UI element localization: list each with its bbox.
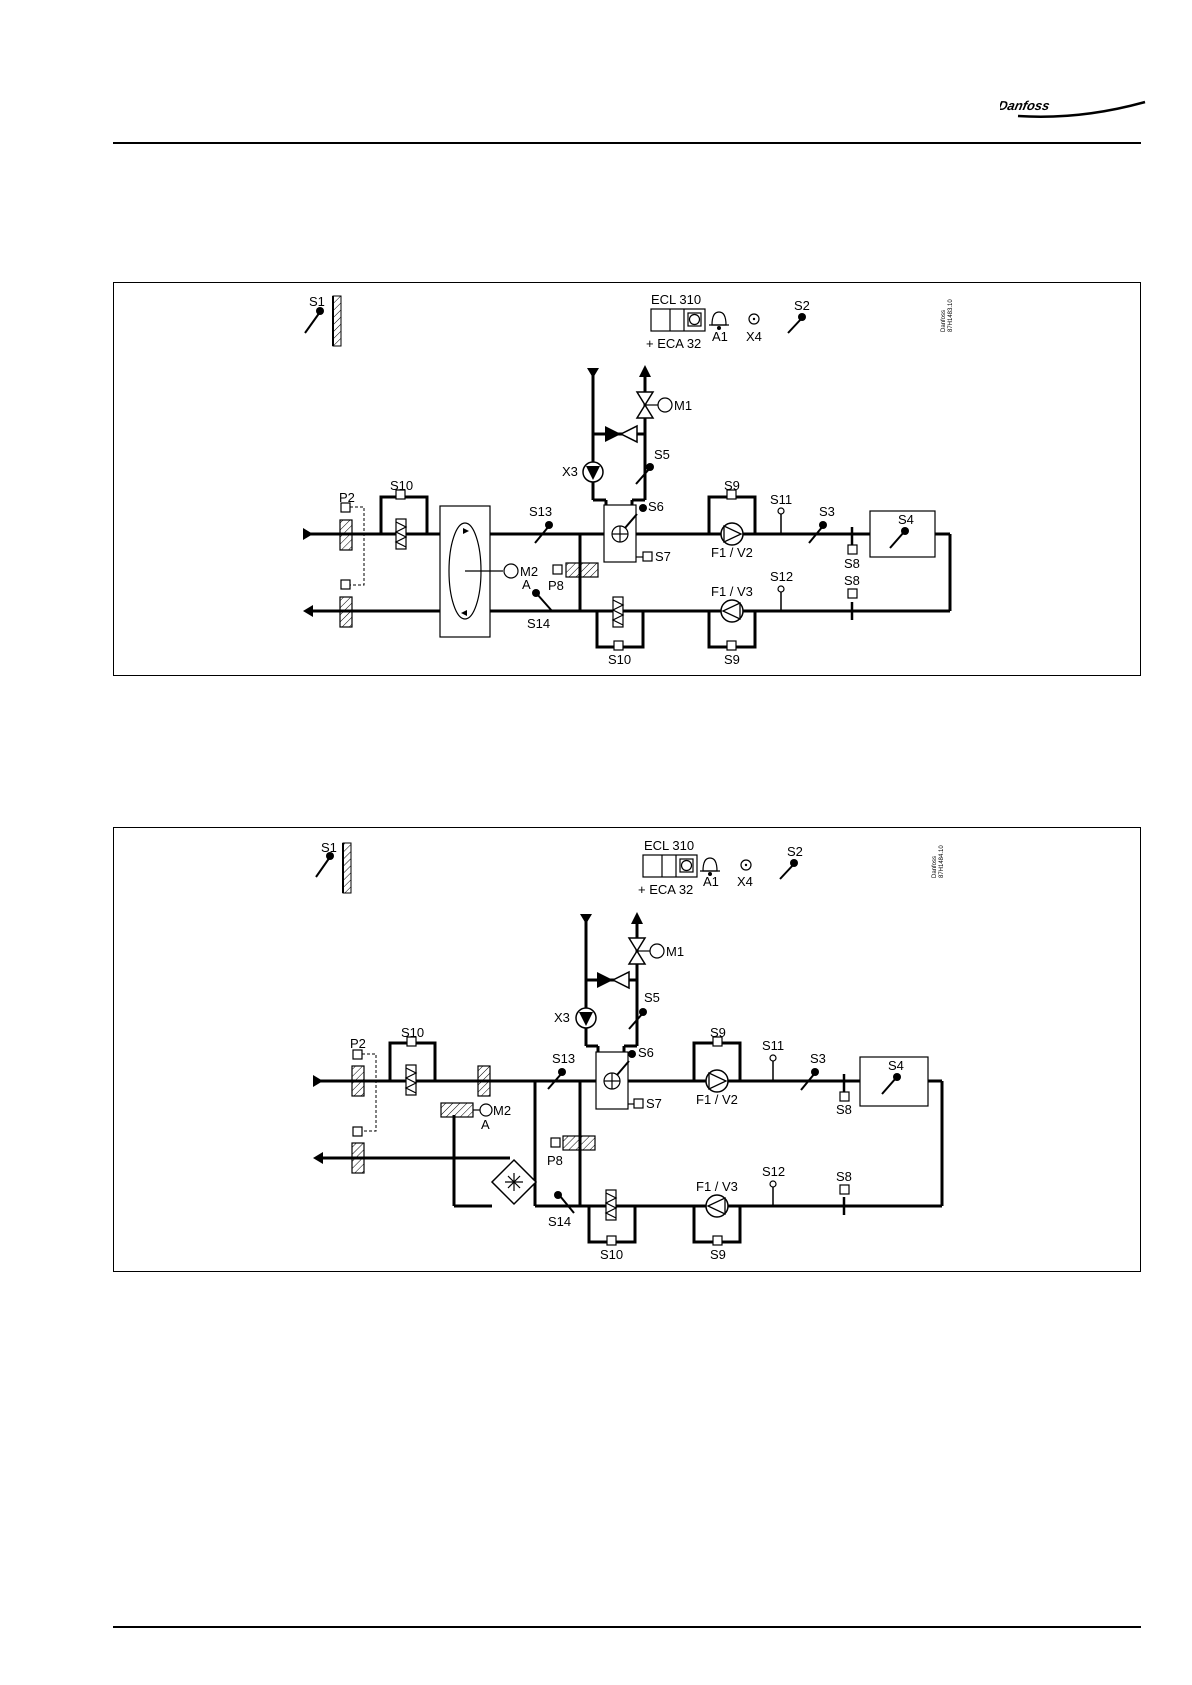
label-s10-top: S10: [401, 1025, 424, 1040]
label-a1: A1: [703, 874, 719, 889]
label-s14: S14: [548, 1214, 571, 1229]
room-sensor-s2: S2: [780, 844, 803, 879]
label-sub-label: + ECA 32: [638, 882, 693, 897]
label-label: ECL 310: [644, 838, 694, 853]
label-s13: S13: [552, 1051, 575, 1066]
label-s12: S12: [762, 1164, 785, 1179]
label-s7: S7: [646, 1096, 662, 1111]
label-s8-top: S8: [836, 1102, 852, 1117]
label-s10-bottom: S10: [600, 1247, 623, 1262]
outdoor-sensor-s1: S1: [316, 840, 351, 893]
label-s5: S5: [644, 990, 660, 1005]
x4-indicator-icon: X4: [737, 860, 753, 889]
label-m2: M2: [493, 1103, 511, 1118]
label-s9-bottom: S9: [710, 1247, 726, 1262]
label-p8: P8: [547, 1153, 563, 1168]
label-x4: X4: [737, 874, 753, 889]
label-s11: S11: [762, 1038, 784, 1053]
label-s6: S6: [638, 1045, 654, 1060]
label-a: A: [481, 1117, 490, 1132]
label-f1v2: F1 / V2: [696, 1092, 738, 1107]
label-s2: S2: [787, 844, 803, 859]
label-p2: P2: [350, 1036, 366, 1051]
label-0: Danfoss: [932, 856, 938, 878]
doc-code: Danfoss 87H1484.10: [932, 845, 945, 878]
label-s4: S4: [888, 1058, 904, 1073]
label-s3: S3: [810, 1051, 826, 1066]
label-s9-top: S9: [710, 1025, 726, 1040]
label-s8-bottom: S8: [836, 1169, 852, 1184]
label-f1v3: F1 / V3: [696, 1179, 738, 1194]
alarm-bell-icon: A1: [700, 858, 720, 889]
label-m1: M1: [666, 944, 684, 959]
ecl-controller: ECL 310 + ECA 32: [638, 838, 697, 897]
label-1: 87H1484.10: [939, 845, 945, 878]
label-x3: X3: [554, 1010, 570, 1025]
footer-rule: [113, 1626, 1141, 1628]
label-s1: S1: [321, 840, 337, 855]
